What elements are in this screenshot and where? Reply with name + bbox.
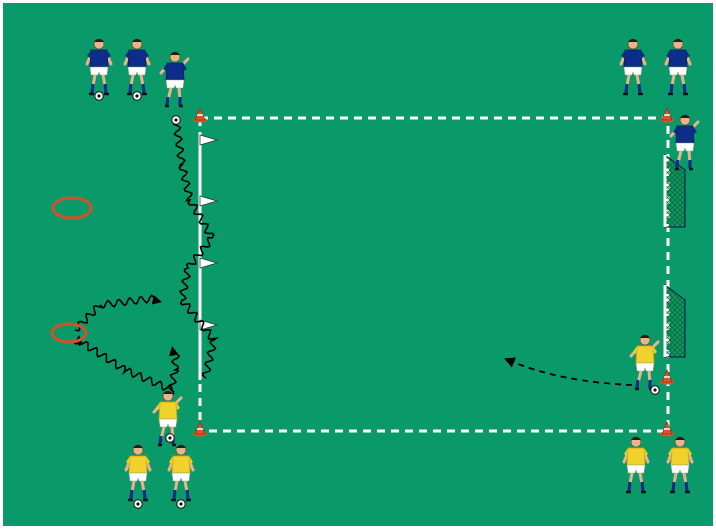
ball-icon [651, 386, 659, 394]
ball-icon [133, 92, 141, 100]
ball-icon [177, 500, 185, 508]
ball-icon [172, 116, 180, 124]
ball-icon [95, 92, 103, 100]
ball-icon [166, 434, 174, 442]
pitch-field [3, 3, 713, 526]
ball-icon [134, 500, 142, 508]
